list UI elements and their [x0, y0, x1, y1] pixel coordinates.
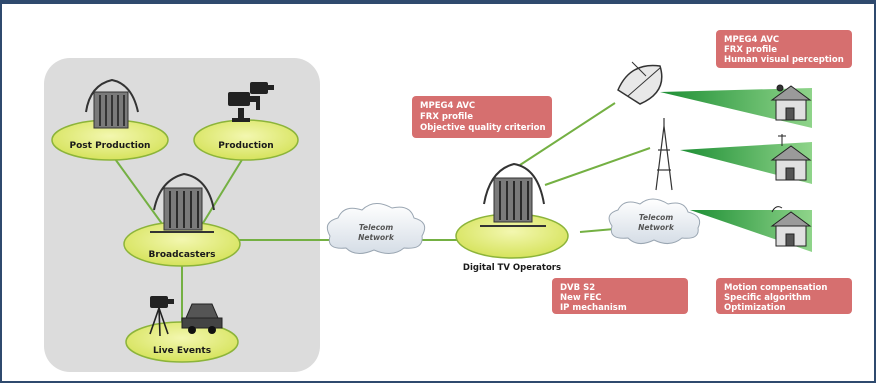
info-line: FRX profile	[724, 45, 777, 55]
broadcasters-label: Broadcasters	[149, 250, 216, 260]
network-label-line2: Network	[638, 223, 675, 232]
info-box-top-right: MPEG4 AVC FRX profile Human visual perce…	[716, 30, 852, 68]
node-live-events: Live Events	[125, 296, 239, 363]
link-production-broadcasters	[199, 149, 249, 229]
tripod-icon	[149, 307, 169, 337]
info-line: New FEC	[560, 293, 602, 303]
house-icon	[770, 84, 812, 121]
node-post-production: Post Production	[51, 78, 169, 161]
link-post-broadcasters	[109, 151, 169, 233]
network-label-line1: Telecom	[639, 213, 673, 222]
info-line: Human visual perception	[724, 55, 844, 65]
info-line: DVB S2	[560, 283, 595, 293]
info-line: MPEG4 AVC	[420, 101, 475, 111]
link-operators-tower	[544, 147, 651, 186]
cloud-icon	[326, 203, 426, 254]
node-production: Production	[193, 82, 299, 161]
broadcast-tower-icon	[655, 118, 673, 191]
telecom-network-left: Telecom Network	[326, 203, 426, 254]
info-box-operator-top: MPEG4 AVC FRX profile Objective quality …	[412, 96, 552, 138]
network-label-line1: Telecom	[359, 223, 393, 232]
satellite-icon	[617, 61, 663, 105]
info-line: FRX profile	[420, 112, 473, 122]
house-icon	[770, 206, 812, 247]
node-digital-tv-operators: Digital TV Operators	[455, 162, 569, 273]
post-production-label: Post Production	[70, 141, 151, 151]
car-icon	[181, 303, 223, 334]
info-line: Motion compensation	[724, 283, 827, 293]
info-line: IP mechanism	[560, 303, 627, 313]
info-box-bottom-right: Motion compensation Specific algorithm O…	[716, 278, 852, 314]
info-line: MPEG4 AVC	[724, 35, 779, 45]
camera-icon	[150, 296, 174, 308]
network-label-line2: Network	[358, 233, 395, 242]
info-line: Objective quality criterion	[420, 123, 546, 133]
production-label: Production	[218, 141, 273, 151]
camera-icon	[228, 82, 274, 122]
node-broadcasters: Broadcasters	[123, 172, 241, 267]
live-events-label: Live Events	[153, 346, 211, 356]
server-icon	[93, 91, 129, 129]
info-box-operator-bottom: DVB S2 New FEC IP mechanism	[552, 278, 688, 314]
house-icon	[770, 134, 812, 181]
telecom-network-right: Telecom Network	[608, 198, 701, 244]
info-line: Specific algorithm	[724, 293, 811, 303]
digital-tv-operators-label: Digital TV Operators	[463, 263, 561, 273]
cloud-icon	[608, 198, 701, 244]
info-line: Optimization	[724, 303, 786, 313]
link-operators-satellite	[519, 102, 616, 166]
